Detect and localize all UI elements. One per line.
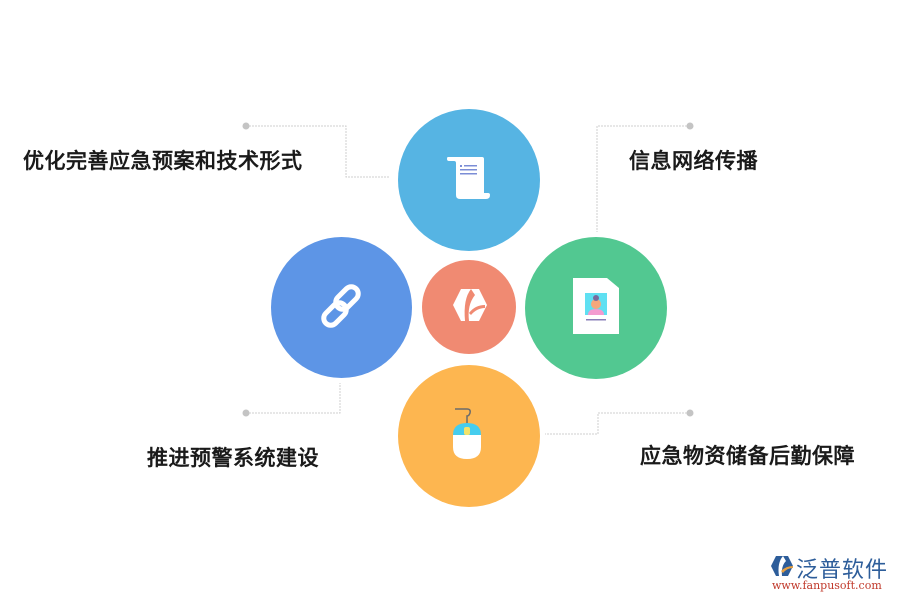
node-left-circle — [271, 237, 412, 378]
profile-document-icon — [573, 278, 619, 338]
node-left-label: 推进预警系统建设 — [147, 446, 319, 470]
watermark-logo: 泛普软件 www.fanpusoft.com — [768, 552, 893, 597]
computer-mouse-icon — [451, 407, 487, 465]
chain-link-icon — [317, 281, 367, 335]
scroll-icon — [444, 155, 494, 205]
node-bottom-circle — [398, 365, 540, 507]
watermark-url: www.fanpusoft.com — [772, 579, 882, 592]
node-right-circle — [525, 237, 667, 379]
node-right-label: 信息网络传播 — [629, 149, 758, 173]
watermark-brand: 泛普软件 — [796, 558, 889, 583]
node-bottom-label: 应急物资储备后勤保障 — [640, 444, 855, 468]
center-logo-circle — [422, 260, 516, 354]
brand-logo-icon — [770, 555, 794, 581]
center-logo-icon — [449, 285, 489, 329]
node-top-circle — [398, 109, 540, 251]
node-top-label: 优化完善应急预案和技术形式 — [23, 149, 303, 173]
